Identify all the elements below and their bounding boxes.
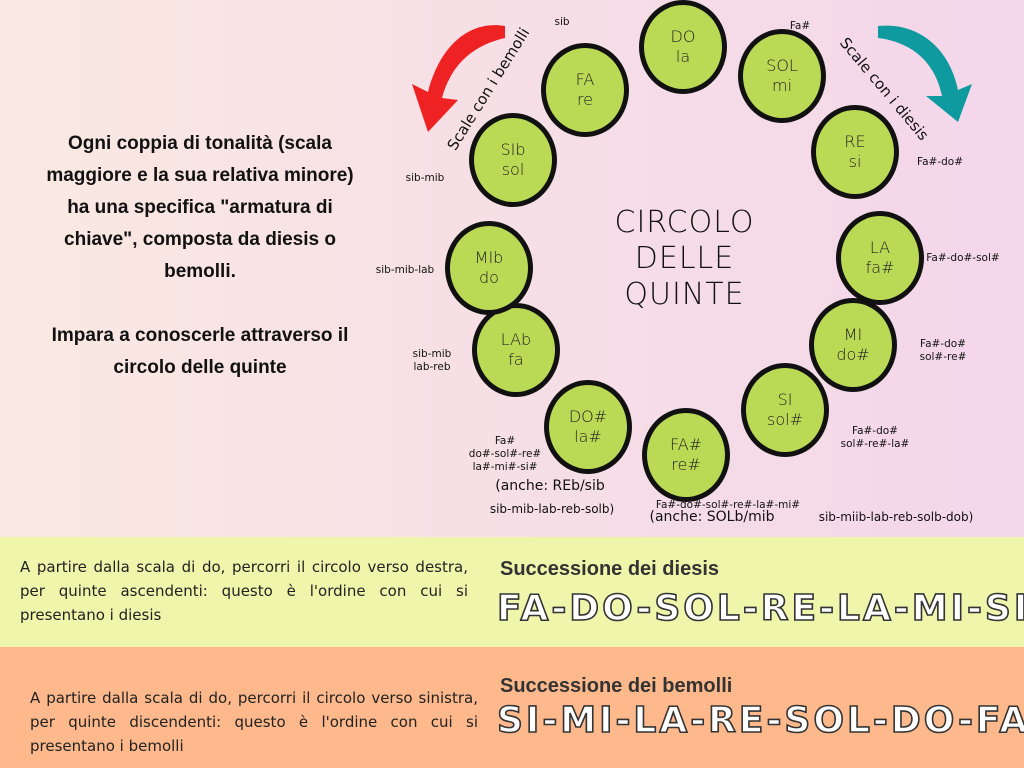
major-key: DO# [568,407,608,426]
key-signature-line: Fa#-do#-sol# [926,252,1000,264]
major-key: DO [670,27,696,46]
sharps-description: A partire dalla scala di do, percorri il… [20,558,468,624]
major-key: SOL [766,56,798,75]
title-line: QUINTE [624,277,745,312]
key-signature-line: sib [554,16,570,28]
major-key: MIb [474,248,504,267]
key-signature-line: Fa#-do# [917,156,963,168]
minor-key: mi [771,76,793,95]
minor-key: sol [501,160,525,179]
key-signature-line: lab-reb [413,361,451,373]
minor-key: re [576,90,594,109]
major-key: LAb [500,330,532,349]
diagram-title: CIRCOLO DELLE QUINTE [612,205,757,313]
minor-key: la# [574,427,602,446]
key-signature-line: Fa# [789,20,811,32]
major-key: RE [844,132,866,151]
key-signature: Fa#-do#sol#-re# [920,338,967,364]
minor-key: si [848,152,862,171]
key-signature-line: sib-mib [412,348,452,360]
key-signature: sib [554,16,569,29]
minor-key: sol# [767,410,803,429]
key-signature-line: sib-mib-lab [375,264,435,276]
key-signature-line: Fa#-do# [920,338,966,350]
flats-sequence: SI-MI-LA-RE-SOL-DO-FA [496,699,1024,742]
enharmonic-alt: (anche: SOLb/mib [649,509,775,525]
key-signature-line: la#-mi#-si# [472,461,538,473]
key-signature-line: sib-mib [405,172,445,184]
intro-paragraph-1: Ogni coppia di tonalità (scala maggiore … [46,133,354,282]
key-signature: Fa#-do#-sol#-re#-la#-mi# [656,499,800,512]
sharps-sequence: FA-DO-SOL-RE-LA-MI-SI [496,587,1024,630]
flats-description: A partire dalla scala di do, percorri il… [30,689,478,755]
key-signature-line: sol#-re#-la# [840,438,910,450]
minor-key: re# [671,455,701,474]
major-key: LA [869,238,891,257]
key-node-do#: DO#la# [544,380,632,474]
major-key: FA# [669,435,703,454]
key-signature: Fa#-do#-sol# [926,252,999,265]
sharps-arrow-icon [878,25,972,123]
intro-paragraph-2: Impara a conoscerle attraverso il circol… [51,325,349,378]
major-key: FA [575,70,595,89]
enharmonic-alt-key: sib-mib-lab-reb-solb) [489,502,615,516]
minor-key: fa# [865,258,895,277]
major-key: MI [843,325,863,344]
flats-band [0,647,1024,768]
key-signature: Fa#-do# [917,156,963,169]
title-line: CIRCOLO [614,205,755,240]
minor-key: fa [508,350,524,369]
key-signature-line: Fa#-do#-sol#-re#-la#-mi# [655,499,801,511]
key-node-fa#: FA#re# [642,408,730,502]
sharps-band [0,537,1024,647]
minor-key: la [675,47,691,66]
title-line: DELLE [634,241,735,276]
major-key: SIb [500,140,526,159]
key-signature-line: do#-sol#-re# [468,448,542,460]
enharmonic-alt: (anche: REb/sib [495,478,605,494]
key-signature: Fa#do#-sol#-re#la#-mi#-si# [469,435,541,474]
minor-key: do [479,268,499,287]
key-signature: Fa#-do#sol#-re#-la# [841,425,910,451]
key-signature-line: sol#-re# [919,351,967,363]
key-signature: sib-mib [406,172,445,185]
key-signature-line: Fa# [494,435,516,447]
sharps-title: Successione dei diesis [500,558,719,580]
major-key: SI [777,390,793,409]
minor-key: do# [836,345,870,364]
key-signature: sib-mib-lab [376,264,434,277]
intro-text: Ogni coppia di tonalità (scala maggiore … [45,128,355,416]
key-signature: Fa# [790,20,810,33]
flats-title: Successione dei bemolli [500,675,733,697]
flats-arrow-icon [412,25,505,133]
enharmonic-alt-key: sib-miib-lab-reb-solb-dob) [818,510,974,524]
key-signature-line: Fa#-do# [852,425,898,437]
direction-arrows [412,25,972,133]
